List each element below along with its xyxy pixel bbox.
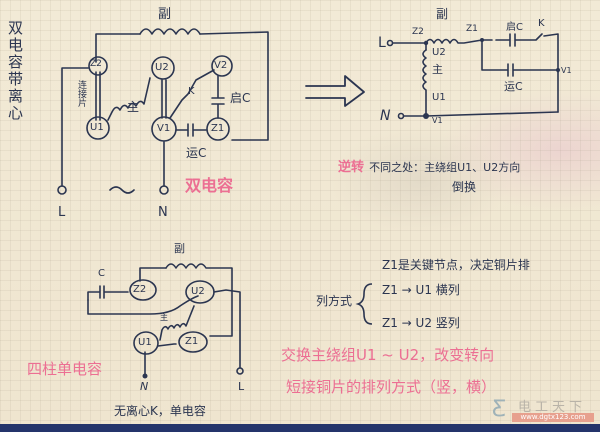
terminal-n-right: N xyxy=(380,108,391,124)
run-cap-label-right: 运C xyxy=(504,80,523,93)
reverse-highlight: 逆转 xyxy=(338,160,365,175)
aux-winding-label-bl: 副 xyxy=(174,242,185,255)
run-cap-label: 运C xyxy=(186,146,207,160)
node-u2-bl: U2 xyxy=(191,286,205,297)
aux-winding-label: 副 xyxy=(158,7,172,22)
node-z2-bl: Z2 xyxy=(133,284,147,295)
terminal-l: L xyxy=(58,205,66,220)
note-option2: Z1 → U2 竖列 xyxy=(382,316,460,330)
caption-double-capacitor: 双电容 xyxy=(185,176,234,195)
side-label: 双电容带离心 xyxy=(6,20,24,122)
brace-icon xyxy=(355,283,373,325)
bottom-left-circuit xyxy=(87,263,241,375)
note-prefix: 列方式 xyxy=(316,294,353,308)
start-cap-label: 启C xyxy=(230,91,251,105)
reverse-note: 逆转 不同之处：主绕组U1、U2方向 xyxy=(338,156,520,175)
node-v1-right: V1 xyxy=(561,66,572,75)
bottom-edge-bar xyxy=(0,424,600,432)
node-z1-bl: Z1 xyxy=(185,336,199,347)
node-v1-bottom: V1 xyxy=(432,116,443,125)
aux-winding-label-right: 副 xyxy=(436,7,449,21)
node-v2: V2 xyxy=(214,60,228,71)
watermark: Ƹ 电工天下 www.dgtx123.com xyxy=(490,396,600,430)
node-u1: U1 xyxy=(90,122,104,133)
node-u2: U2 xyxy=(155,62,169,73)
watermark-logo-icon: Ƹ xyxy=(492,397,507,422)
start-cap-label-right: 启C xyxy=(506,22,523,33)
summary-line1: 交换主绕组U1 ~ U2，改变转向 xyxy=(281,346,495,364)
node-u1-right: U1 xyxy=(432,92,446,103)
terminal-n: N xyxy=(158,205,168,220)
main-winding-label: 主 xyxy=(127,100,140,114)
reverse-note-line2: 倒换 xyxy=(452,180,477,194)
main-winding-label-right: 主 xyxy=(432,63,443,76)
node-z1: Z1 xyxy=(211,123,225,134)
node-z2-right: Z2 xyxy=(412,27,424,37)
main-winding-label-bl: 主 xyxy=(160,313,168,322)
switch-k-label-right: K xyxy=(538,18,545,29)
node-v1: V1 xyxy=(157,123,171,134)
summary-line2: 短接铜片的排列方式（竖，横） xyxy=(286,378,497,396)
footnote-bl: 无离心K，单电容 xyxy=(114,404,206,418)
node-u1-bl: U1 xyxy=(138,337,152,348)
reverse-note-line1: 不同之处：主绕组U1、U2方向 xyxy=(369,161,521,174)
note-option1: Z1 → U1 横列 xyxy=(382,283,460,297)
jumper-label: 连接片 xyxy=(76,80,86,107)
node-u2-right: U2 xyxy=(432,47,446,58)
terminal-l-bl: L xyxy=(238,380,245,393)
caption-four-post: 四柱单电容 xyxy=(27,360,103,378)
node-z2: Z2 xyxy=(90,59,102,69)
watermark-url: www.dgtx123.com xyxy=(512,413,594,422)
note-key-node: Z1是关键节点，决定铜片排 xyxy=(382,258,530,272)
terminal-l-right: L xyxy=(378,35,386,51)
node-z1-right: Z1 xyxy=(466,24,478,34)
watermark-text: 电工天下 xyxy=(518,400,587,415)
terminal-n-bl: N xyxy=(140,380,149,393)
cap-label-bl: C xyxy=(98,268,105,279)
switch-k-label: K xyxy=(188,86,195,97)
top-left-circuit xyxy=(61,28,269,187)
